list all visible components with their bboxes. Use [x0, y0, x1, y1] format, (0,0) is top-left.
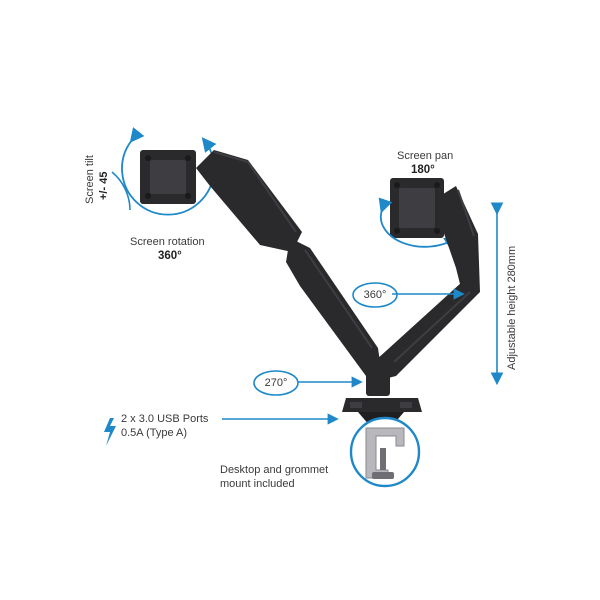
- screen-tilt-label: Screen tilt: [84, 155, 96, 204]
- clamp-detail: [349, 416, 421, 488]
- right-pan-arc: [378, 197, 459, 251]
- usb-lightning-icon: [104, 418, 116, 446]
- left-arm-lower: [286, 238, 382, 376]
- screen-tilt-value: +/- 45: [98, 171, 110, 200]
- mount-line2: mount included: [220, 478, 295, 490]
- screen-rotation-label: Screen rotation: [130, 236, 205, 248]
- usb-ports-line1: 2 x 3.0 USB Ports: [121, 413, 209, 425]
- center-column: [342, 360, 422, 426]
- arm-swivel-value: 360°: [363, 289, 387, 301]
- screen-rotation-value: 360°: [158, 250, 182, 262]
- left-vesa-plate: [140, 150, 196, 204]
- arm-swivel-bubble: [352, 282, 398, 308]
- adjustable-height-label: Adjustable height 280mm: [506, 245, 518, 370]
- usb-ports-line2: 0.5A (Type A): [121, 427, 188, 439]
- right-vesa-plate: [390, 178, 444, 238]
- left-arm-upper: [196, 150, 302, 252]
- right-arm-upper: [440, 186, 480, 300]
- base-swivel-value: 270°: [264, 377, 288, 389]
- screen-pan-label: Screen pan: [397, 150, 454, 162]
- screen-pan-value: 180°: [411, 164, 435, 176]
- mount-line1: Desktop and grommet: [220, 464, 329, 476]
- base-swivel-bubble: [253, 370, 299, 396]
